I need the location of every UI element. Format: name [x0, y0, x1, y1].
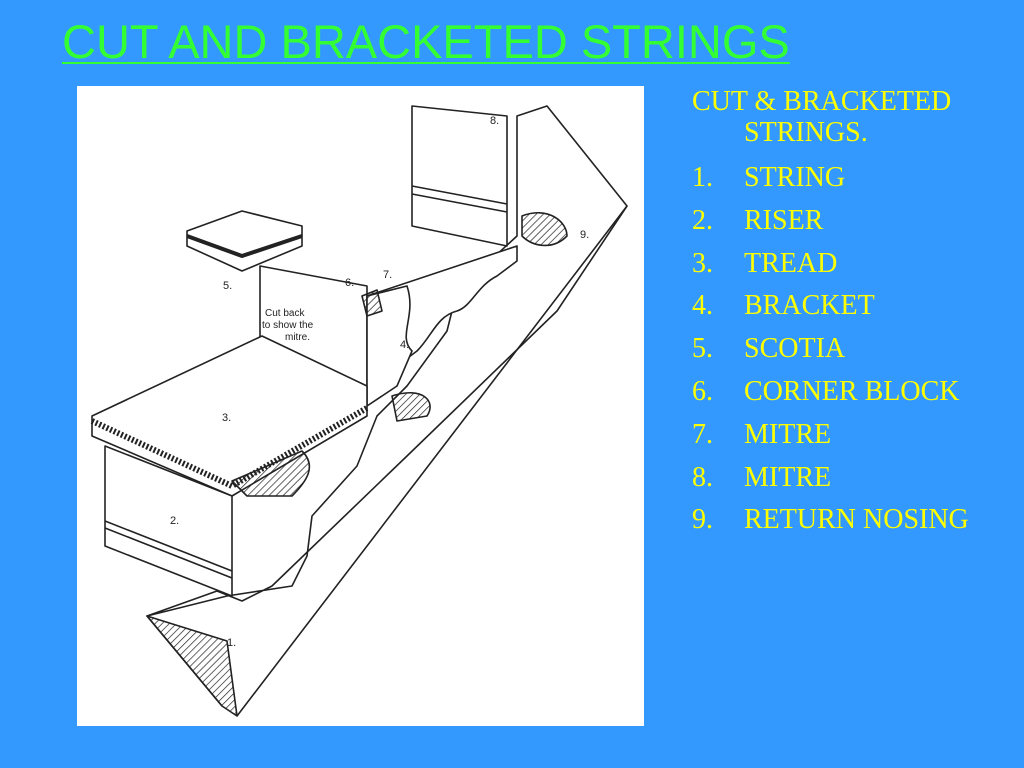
list-item-label: MITRE	[744, 461, 832, 493]
note-line-1: Cut back	[265, 308, 305, 319]
legend-heading: CUT & BRACKETED STRINGS.	[692, 86, 952, 148]
scotia	[186, 210, 303, 272]
list-item-number: 3.	[692, 247, 713, 279]
list-item: 8. MITRE	[692, 462, 1022, 505]
list-item-label: CORNER BLOCK	[744, 375, 960, 407]
list-item-number: 8.	[692, 461, 713, 493]
legend-panel: CUT & BRACKETED STRINGS. 1. STRING 2. RISER…	[692, 86, 1022, 547]
callout-3: 3.	[222, 412, 231, 424]
list-item: 4. BRACKET	[692, 290, 1022, 333]
list-item-label: STRING	[744, 162, 846, 193]
list-item: 9. RETURN NOSING	[692, 504, 1022, 547]
stair-drawing: 1. 2. 3. 4. 5. 6. 7. 8. 9. Cut back to s…	[77, 86, 644, 726]
list-item-number: 6.	[692, 375, 713, 407]
note-line-2: to show the	[262, 320, 314, 331]
callout-8: 8.	[490, 115, 499, 127]
upper-riser	[411, 105, 508, 247]
list-item: 3. TREAD	[692, 248, 1022, 291]
return-nosing-lower	[231, 450, 311, 497]
list-item: 2. RISER	[692, 205, 1022, 248]
callout-5: 5.	[223, 280, 232, 292]
list-item-number: 1.	[692, 162, 713, 193]
list-item-number: 7.	[692, 418, 713, 450]
list-item: 1. STRING	[692, 162, 1022, 205]
callout-4: 4.	[400, 339, 409, 351]
list-item-label: MITRE	[744, 418, 832, 450]
list-item: 5. SCOTIA	[692, 333, 1022, 376]
list-item-number: 5.	[692, 333, 713, 365]
slide-title: CUT AND BRACKETED STRINGS	[62, 15, 790, 68]
stair-illustration: 1. 2. 3. 4. 5. 6. 7. 8. 9. Cut back to s…	[90, 105, 628, 717]
note-line-3: mitre.	[285, 332, 310, 343]
corner-block	[361, 289, 383, 317]
list-item-label: BRACKET	[744, 290, 875, 322]
list-item-number: 2.	[692, 204, 713, 236]
bracket-middle	[366, 285, 413, 407]
return-nosing-upper	[521, 211, 568, 247]
list-item-label: RETURN NOSING	[744, 504, 969, 536]
list-item-label: RISER	[744, 204, 824, 236]
callout-labels: 1. 2. 3. 4. 5. 6. 7. 8. 9. Cut back to s…	[170, 115, 589, 649]
list-item-label: SCOTIA	[744, 333, 846, 365]
list-item: 7. MITRE	[692, 419, 1022, 462]
list-item-number: 4.	[692, 290, 713, 322]
callout-2: 2.	[170, 515, 179, 527]
list-item-number: 9.	[692, 504, 713, 536]
callout-9: 9.	[580, 229, 589, 241]
list-item-label: TREAD	[744, 247, 838, 279]
callout-6: 6.	[345, 277, 354, 289]
callout-1: 1.	[227, 637, 236, 649]
callout-7: 7.	[383, 269, 392, 281]
legend-list: 1. STRING 2. RISER 3. TREAD 4. BRACKET 5. SCOTIA 6…	[692, 162, 1022, 547]
list-item: 6. CORNER BLOCK	[692, 376, 1022, 419]
